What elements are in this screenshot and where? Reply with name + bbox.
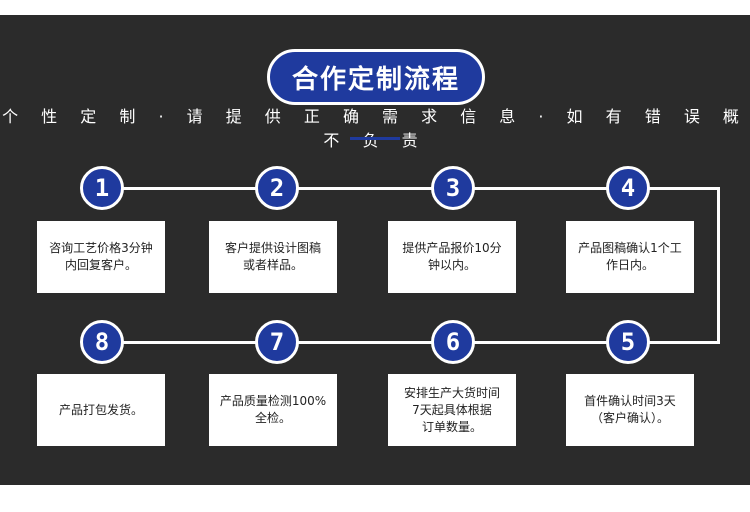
step-6-number: 6	[431, 320, 475, 364]
step-2-number: 2	[255, 166, 299, 210]
step-4-number: 4	[606, 166, 650, 210]
step-8-text: 产品打包发货。	[37, 374, 165, 446]
step-7-number: 7	[255, 320, 299, 364]
step-8-number: 8	[80, 320, 124, 364]
step-2-text: 客户提供设计图稿 或者样品。	[209, 221, 337, 293]
connector-top	[102, 187, 720, 190]
step-4-text: 产品图稿确认1个工 作日内。	[566, 221, 694, 293]
step-1-text: 咨询工艺价格3分钟 内回复客户。	[37, 221, 165, 293]
step-1-number: 1	[80, 166, 124, 210]
step-3-number: 3	[431, 166, 475, 210]
step-6-text: 安排生产大货时间 7天起具体根据 订单数量。	[388, 374, 516, 446]
step-7-text: 产品质量检测100% 全检。	[209, 374, 337, 446]
process-panel: 合作定制流程 个 性 定 制 · 请 提 供 正 确 需 求 信 息 · 如 有…	[0, 15, 750, 485]
step-5-text: 首件确认时间3天 （客户确认）。	[566, 374, 694, 446]
connector-right	[717, 187, 720, 344]
page-title: 合作定制流程	[267, 49, 485, 105]
step-5-number: 5	[606, 320, 650, 364]
subtitle: 个 性 定 制 · 请 提 供 正 确 需 求 信 息 · 如 有 错 误 概 …	[2, 107, 748, 150]
step-3-text: 提供产品报价10分 钟以内。	[388, 221, 516, 293]
title-underline	[350, 137, 400, 140]
connector-bottom	[102, 341, 720, 344]
